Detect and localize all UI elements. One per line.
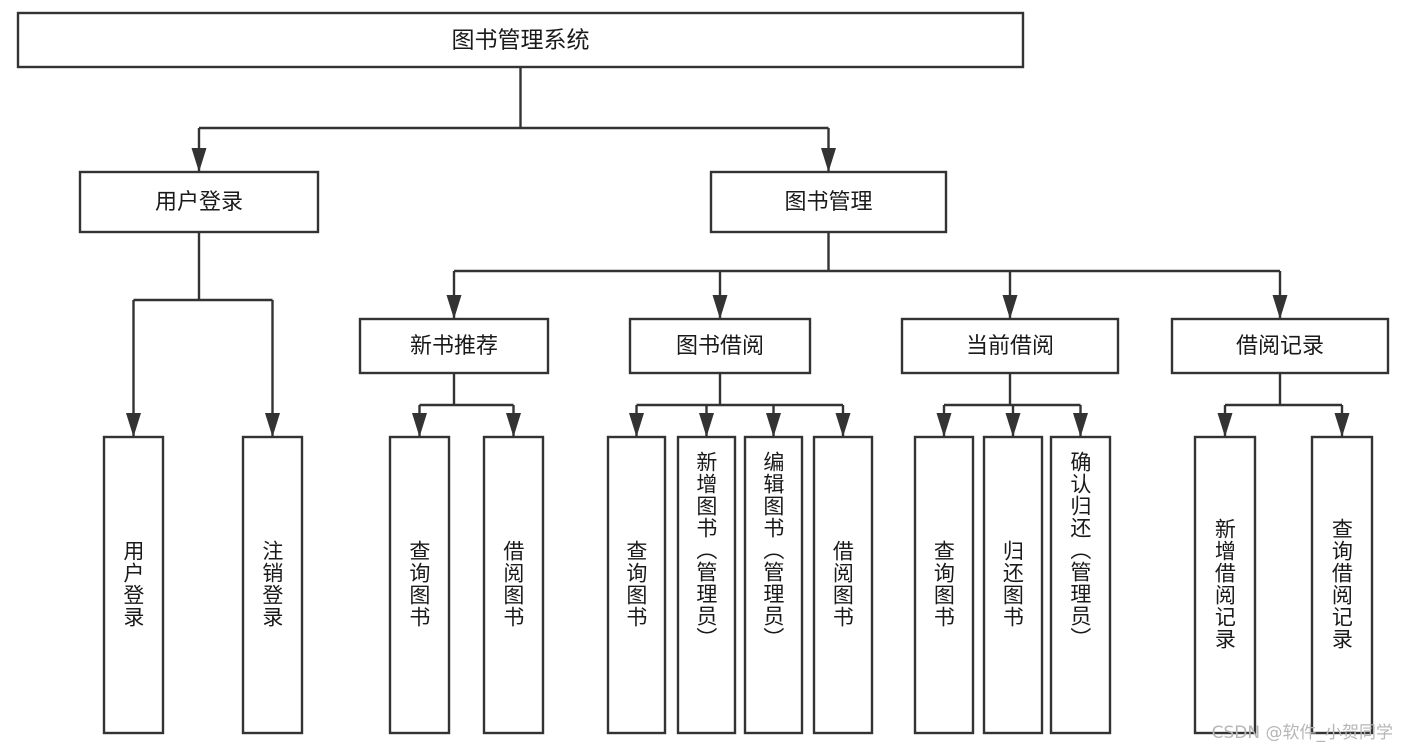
arrow-head-icon (1334, 413, 1350, 437)
leaf-box[interactable] (102, 435, 165, 735)
arrow-head-icon (699, 413, 714, 437)
leaf-box[interactable] (1049, 435, 1112, 735)
level3-label: 当前借阅 (966, 334, 1054, 359)
leaf-box[interactable] (1193, 435, 1257, 735)
leaf-box[interactable] (913, 435, 975, 735)
leaf-box[interactable] (241, 435, 304, 735)
arrow-head-icon (126, 413, 141, 437)
arrow-head-icon (191, 148, 207, 172)
arrow-head-icon (766, 413, 781, 437)
arrow-head-icon (446, 295, 462, 319)
root-box[interactable] (16, 11, 1025, 69)
arrow-head-icon (1217, 413, 1233, 437)
level3-label: 新书推荐 (410, 334, 498, 359)
level3-box[interactable] (1170, 317, 1390, 375)
arrow-head-icon (1005, 413, 1021, 437)
csdn-watermark: CSDN @软件_小贺同学 (1211, 723, 1393, 743)
level3-box[interactable] (900, 317, 1120, 375)
arrow-head-icon (712, 295, 728, 319)
arrow-head-icon (1073, 413, 1088, 437)
arrow-head-icon (506, 413, 521, 437)
arrow-head-icon (265, 413, 280, 437)
arrow-head-icon (1272, 295, 1288, 319)
level3-label: 借阅记录 (1236, 334, 1324, 359)
leaf-box[interactable] (982, 435, 1044, 735)
leaf-box[interactable] (388, 435, 451, 735)
leaf-box[interactable] (606, 435, 667, 735)
arrow-head-icon (629, 413, 644, 437)
leaf-box[interactable] (482, 435, 545, 735)
level2-label: 图书管理 (784, 190, 872, 215)
level3-box[interactable] (358, 317, 550, 375)
level3-box[interactable] (628, 317, 812, 375)
arrow-head-icon (821, 148, 836, 172)
leaf-box[interactable] (812, 435, 874, 735)
level2-box[interactable] (78, 170, 320, 234)
level2-label: 用户登录 (155, 190, 243, 215)
arrow-head-icon (936, 413, 952, 437)
connector-lines (126, 67, 1350, 437)
leaf-box[interactable] (1310, 435, 1374, 735)
root-label: 图书管理系统 (452, 28, 590, 54)
leaf-box[interactable] (743, 435, 804, 735)
node-boxes (16, 11, 1390, 735)
leaf-box[interactable] (676, 435, 737, 735)
level2-box[interactable] (709, 170, 948, 234)
arrow-head-icon (835, 413, 851, 437)
arrow-head-icon (1002, 295, 1018, 319)
arrow-head-icon (412, 413, 427, 437)
level3-label: 图书借阅 (676, 334, 764, 359)
